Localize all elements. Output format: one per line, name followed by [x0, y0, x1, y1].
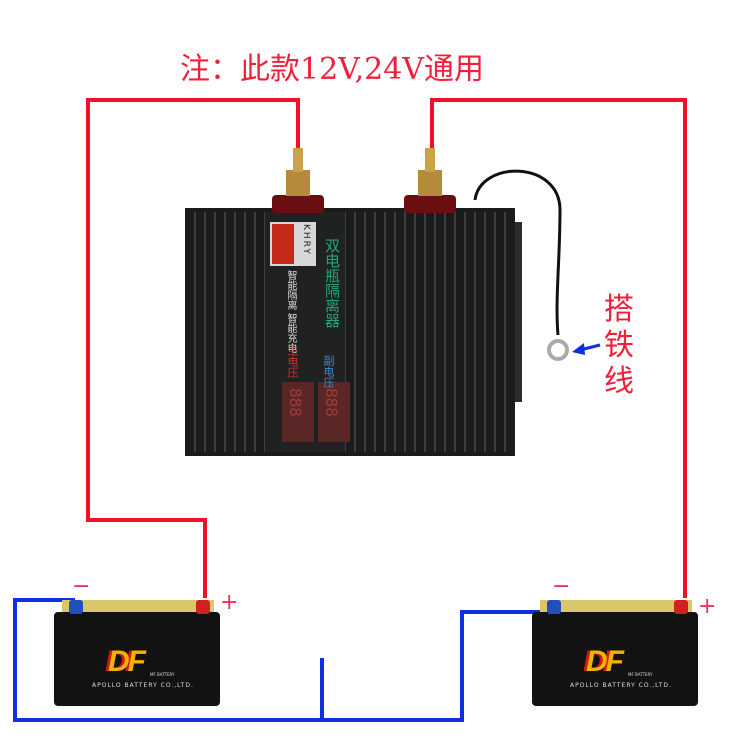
aux-positive-wire — [430, 98, 687, 598]
ground-cable — [473, 169, 562, 336]
aux-voltage-display: 888 — [322, 388, 341, 417]
battery-aux-minus: − — [552, 574, 571, 599]
battery-main-brand: DF — [108, 645, 146, 678]
battery-aux-brand: DF — [586, 645, 624, 678]
main-voltage-label: 主电压 — [286, 345, 299, 378]
battery-aux-sub: MF BATTERY — [628, 672, 653, 677]
ground-ring-terminal — [547, 339, 569, 361]
features-label: 智能隔离 智能充电 — [285, 270, 296, 354]
battery-main-sub: MF BATTERY — [150, 672, 175, 677]
aux-voltage-label: 副电压 — [322, 355, 335, 388]
battery-aux-plus: + — [698, 594, 717, 619]
battery-aux — [532, 600, 698, 706]
battery-main — [54, 600, 220, 706]
main-voltage-display: 888 — [286, 388, 305, 417]
battery-main-plus: + — [220, 590, 239, 615]
compatibility-note: 注：此款12V,24V通用 — [180, 52, 484, 87]
battery-aux-maker: APOLLO BATTERY CO.,LTD. — [570, 682, 672, 689]
battery-main-maker: APOLLO BATTERY CO.,LTD. — [92, 682, 194, 689]
ground-wire-label: 搭铁线 — [604, 292, 634, 399]
product-name: 双电瓶隔离器 — [323, 238, 341, 328]
main-terminal — [272, 148, 324, 213]
aux-terminal — [404, 148, 456, 213]
battery-main-minus: − — [72, 574, 91, 599]
negative-wire — [13, 598, 545, 722]
main-positive-wire — [86, 98, 300, 598]
isolator-device — [185, 148, 569, 456]
arrow-left-icon — [572, 343, 601, 355]
brand-label: KHRY — [301, 224, 311, 256]
